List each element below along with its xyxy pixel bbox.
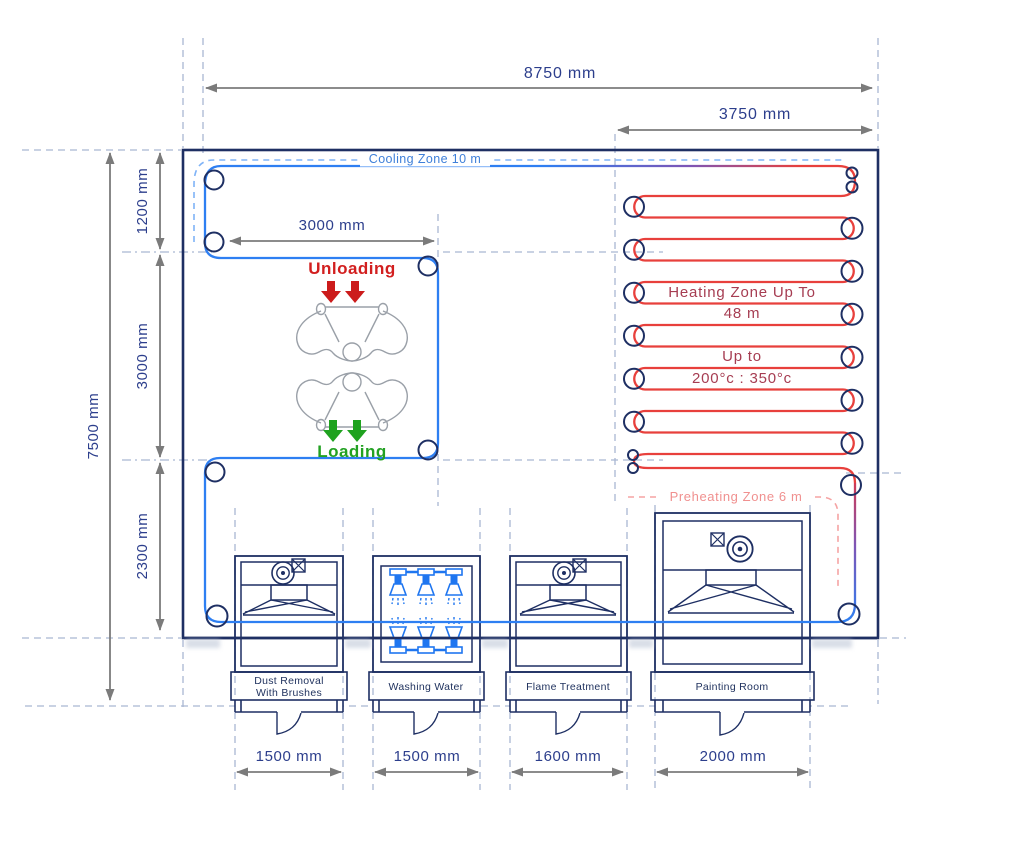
dim-label: 1500 mm: [394, 748, 461, 765]
station-label: Painting Room: [696, 681, 769, 693]
dim-label: 3000 mm: [299, 217, 366, 234]
cooling-zone-label: Cooling Zone 10 m: [369, 152, 481, 166]
door-swing: [276, 712, 302, 735]
cooling-zone-guide: [193, 159, 845, 242]
heating-zone-length: 48 m: [724, 305, 761, 322]
door-swing: [555, 712, 581, 735]
conveyor-rollers: [203, 166, 864, 628]
heating-temp-range: 200°c : 350°c: [692, 370, 792, 387]
dim-label: 3750 mm: [719, 106, 791, 123]
station-flame-treatment: Flame Treatment: [505, 555, 632, 735]
dim-label: 2000 mm: [700, 748, 767, 765]
preheating-zone-label: Preheating Zone 6 m: [670, 489, 803, 504]
unloading-label: Unloading: [308, 259, 396, 278]
loading-arrows: [323, 420, 367, 442]
dim-label: 1600 mm: [535, 748, 602, 765]
exhaust-fan-icon: [271, 561, 295, 585]
preheating-label-bg: [658, 489, 814, 505]
dim-label: 8750 mm: [524, 65, 596, 82]
person-loading: [296, 372, 408, 432]
dimension-work-height: 3000 mm: [134, 254, 165, 458]
station-label: Flame Treatment: [526, 681, 610, 693]
station-painting-room: Painting Room: [650, 512, 815, 736]
heating-zone-labels: Heating Zone Up To 48 m Up to 200°c : 35…: [655, 284, 829, 387]
dim-label: 1200 mm: [134, 168, 151, 235]
dim-label: 3000 mm: [134, 323, 151, 390]
heating-temp-label: Up to: [722, 348, 762, 365]
construction-lines: [22, 38, 906, 790]
dimension-heating-width: 3750 mm: [617, 106, 873, 135]
station-label: Washing Water: [389, 681, 464, 693]
dim-label: 1500 mm: [256, 748, 323, 765]
heating-serpentine: [632, 164, 857, 484]
person-unloading: [296, 302, 408, 362]
conveyor-loop: [203, 164, 857, 624]
wall-shadows: [186, 639, 852, 648]
unloading-arrows: [321, 281, 365, 303]
dimension-overall-height: 7500 mm: [85, 152, 115, 701]
station-washing-water: Washing Water: [368, 555, 485, 735]
cooling-label-bg: [360, 151, 490, 167]
damper-icon: [291, 558, 306, 573]
exhaust-fan-icon: [552, 561, 576, 585]
heating-zone-label: Heating Zone Up To: [668, 284, 816, 301]
building-outline: [181, 148, 880, 640]
dim-label: 7500 mm: [85, 393, 102, 460]
door-swing: [413, 712, 439, 735]
damper-icon: [572, 558, 587, 573]
preheating-zone-guide: [628, 496, 839, 590]
dim-label: 2300 mm: [134, 513, 151, 580]
station-label: Dust Removal: [254, 675, 324, 687]
dimension-station-1: 1500 mm: [236, 748, 342, 777]
dimension-cooling-height: 1200 mm: [134, 152, 165, 250]
work-area-conveyor-line: [203, 242, 837, 624]
exhaust-fan-icon: [726, 535, 754, 563]
dimension-station-4: 2000 mm: [656, 748, 809, 777]
dimension-station-2: 1500 mm: [374, 748, 479, 777]
door-swing: [719, 712, 745, 736]
dimension-station-3: 1600 mm: [511, 748, 624, 777]
dimension-work-width: 3000 mm: [229, 217, 435, 246]
preheating-conveyor-line: [836, 483, 857, 624]
dimension-overall-width: 8750 mm: [205, 65, 873, 93]
spray-nozzles: [389, 568, 463, 654]
loading-label: Loading: [317, 442, 387, 461]
damper-icon: [710, 532, 725, 547]
station-dust-removal: Dust Removal With Brushes: [230, 555, 348, 735]
station-label: With Brushes: [256, 687, 322, 699]
dimension-lower-height: 2300 mm: [134, 462, 165, 631]
